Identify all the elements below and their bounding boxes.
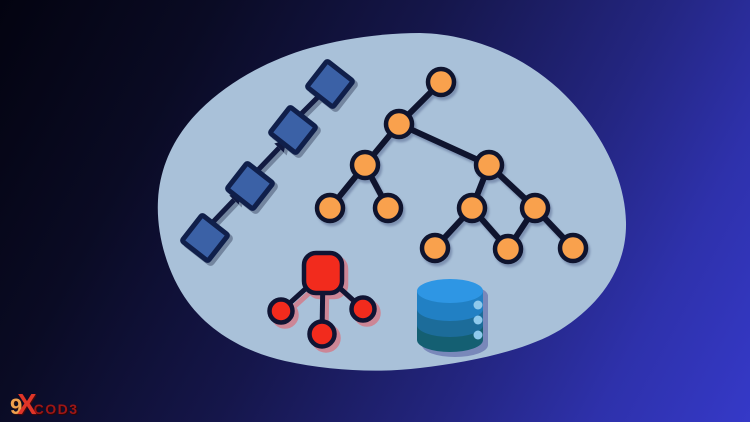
database-dot: [473, 330, 483, 340]
database-top: [417, 279, 483, 303]
tree-node: [519, 192, 551, 224]
tree-edge: [396, 121, 492, 168]
list-node-square: [225, 161, 275, 211]
logo-9: 9: [10, 394, 23, 419]
logo-code-text: COD3: [33, 401, 79, 417]
list-arrow-shaft: [256, 146, 281, 172]
list-arrow-shaft: [297, 94, 321, 118]
linked-list-icon: [180, 59, 355, 263]
database-icon: [417, 279, 483, 352]
tree-node: [314, 192, 346, 224]
tree-node: [349, 149, 381, 181]
list-node-square: [180, 213, 230, 263]
tree-node: [383, 108, 415, 140]
list-node-square: [305, 59, 355, 109]
tree-node: [419, 232, 451, 264]
graph-hub-node: [301, 250, 345, 296]
list-arrow-shaft: [211, 198, 236, 224]
tree-node: [492, 233, 524, 265]
graph-leaf-node: [267, 297, 295, 325]
list-node-square: [268, 105, 318, 155]
database-dot: [473, 300, 483, 310]
tree-node: [557, 232, 589, 264]
binary-tree-icon: [314, 66, 589, 265]
tree-node: [425, 66, 457, 98]
database-dot: [473, 315, 483, 325]
tree-node: [456, 192, 488, 224]
tree-node: [473, 149, 505, 181]
graph-leaf-node: [307, 319, 337, 349]
graph-structure-icon: [267, 250, 377, 349]
tree-node: [372, 192, 404, 224]
graph-leaf-node: [349, 295, 377, 323]
9xcode-logo: 9 X COD3: [10, 391, 79, 420]
logo-x: X: [17, 389, 37, 421]
